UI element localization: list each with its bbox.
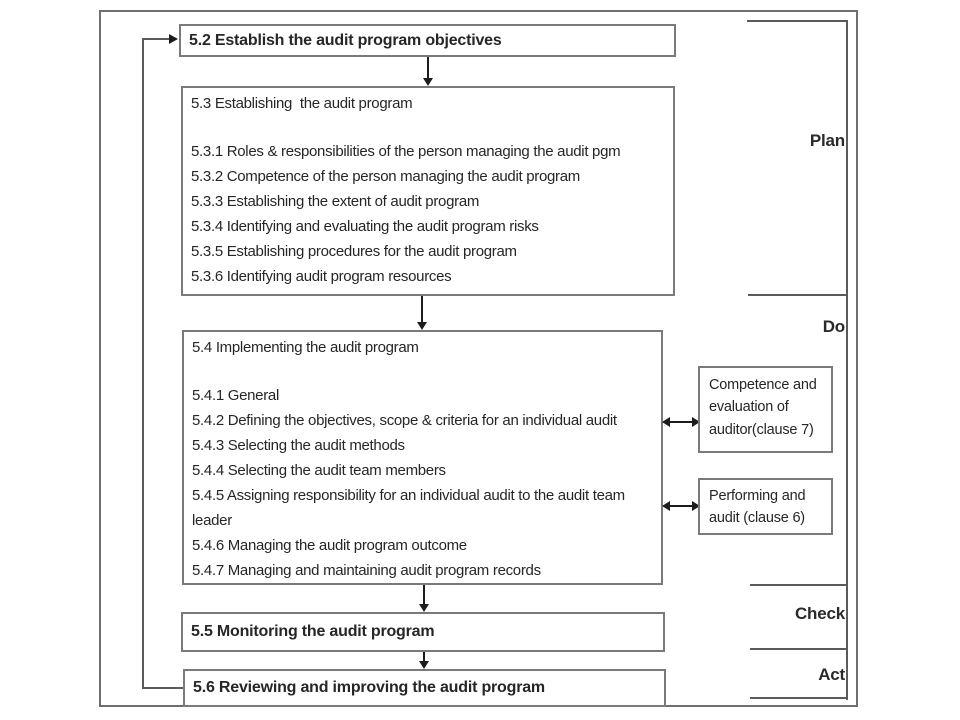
pdca-label-check: Check bbox=[794, 604, 845, 623]
pdca-label-act: Act bbox=[818, 665, 845, 684]
feedback-line-bottom bbox=[142, 687, 183, 689]
list-item: 5.3.6 Identifying audit program resource… bbox=[191, 268, 452, 285]
list-item: 5.4.6 Managing the audit program outcome bbox=[192, 537, 467, 554]
pdca-label-do: Do bbox=[822, 317, 845, 336]
box-5-6-label: 5.6 Reviewing and improving the audit pr… bbox=[193, 679, 545, 696]
list-item: 5.3.1 Roles & responsibilities of the pe… bbox=[191, 143, 621, 160]
list-item: 5.4.4 Selecting the audit team members bbox=[192, 462, 446, 479]
pdca-bracket-top-line bbox=[747, 20, 848, 22]
box-5-5-label: 5.5 Monitoring the audit program bbox=[191, 623, 435, 640]
box-5-4-item-list: 5.4.1 General 5.4.2 Defining the objecti… bbox=[192, 383, 653, 583]
list-item: 5.4.1 General bbox=[192, 387, 279, 404]
arrow-5-2-to-5-3 bbox=[427, 57, 429, 79]
pdca-divider-check-act bbox=[750, 648, 848, 650]
double-arrow-5-4-competence bbox=[662, 417, 700, 427]
box-competence-evaluation-auditor: Competence and evaluation of auditor(cla… bbox=[698, 366, 833, 453]
pdca-divider-plan-do bbox=[748, 294, 848, 296]
list-item: 5.3.3 Establishing the extent of audit p… bbox=[191, 193, 480, 210]
arrow-5-3-to-5-4 bbox=[421, 296, 423, 323]
feedback-line-top bbox=[142, 38, 170, 40]
box-5-4-implementing-program: 5.4 Implementing the audit program 5.4.1… bbox=[182, 330, 663, 585]
arrow-5-5-to-5-6 bbox=[423, 652, 425, 662]
double-arrow-5-4-performing bbox=[662, 501, 700, 511]
box-5-2-establish-objectives: 5.2 Establish the audit program objectiv… bbox=[179, 24, 676, 57]
box-5-6-reviewing-improving: 5.6 Reviewing and improving the audit pr… bbox=[183, 669, 666, 707]
list-item: 5.4.7 Managing and maintaining audit pro… bbox=[192, 562, 541, 579]
list-item: 5.3.2 Competence of the person managing … bbox=[191, 168, 580, 185]
pdca-divider-do-check bbox=[750, 584, 848, 586]
list-item: 5.3.5 Establishing procedures for the au… bbox=[191, 243, 517, 260]
box-5-3-establishing-program: 5.3 Establishing the audit program 5.3.1… bbox=[181, 86, 675, 296]
pdca-bracket-vertical-line bbox=[846, 20, 848, 700]
feedback-arrowhead-icon bbox=[169, 34, 178, 44]
box-performing-audit: Performing and audit (clause 6) bbox=[698, 478, 833, 535]
box-5-5-monitoring-program: 5.5 Monitoring the audit program bbox=[181, 612, 665, 652]
box-5-2-label: 5.2 Establish the audit program objectiv… bbox=[189, 31, 502, 49]
list-item: 5.4.2 Defining the objectives, scope & c… bbox=[192, 412, 617, 429]
box-5-3-item-list: 5.3.1 Roles & responsibilities of the pe… bbox=[191, 139, 665, 289]
box-5-4-title: 5.4 Implementing the audit program bbox=[192, 339, 419, 356]
side-box-label: Performing and audit (clause 6) bbox=[709, 488, 806, 527]
list-item: 5.3.4 Identifying and evaluating the aud… bbox=[191, 218, 539, 235]
box-5-3-title: 5.3 Establishing the audit program bbox=[191, 95, 413, 112]
arrow-5-4-to-5-5 bbox=[423, 585, 425, 605]
feedback-line-vertical bbox=[142, 38, 144, 689]
list-item: 5.4.3 Selecting the audit methods bbox=[192, 437, 405, 454]
side-box-label: Competence and evaluation of auditor(cla… bbox=[709, 377, 817, 438]
pdca-label-plan: Plan bbox=[809, 131, 845, 150]
list-item: 5.4.5 Assigning responsibility for an in… bbox=[192, 487, 625, 529]
pdca-bracket-bottom-line bbox=[750, 697, 848, 699]
